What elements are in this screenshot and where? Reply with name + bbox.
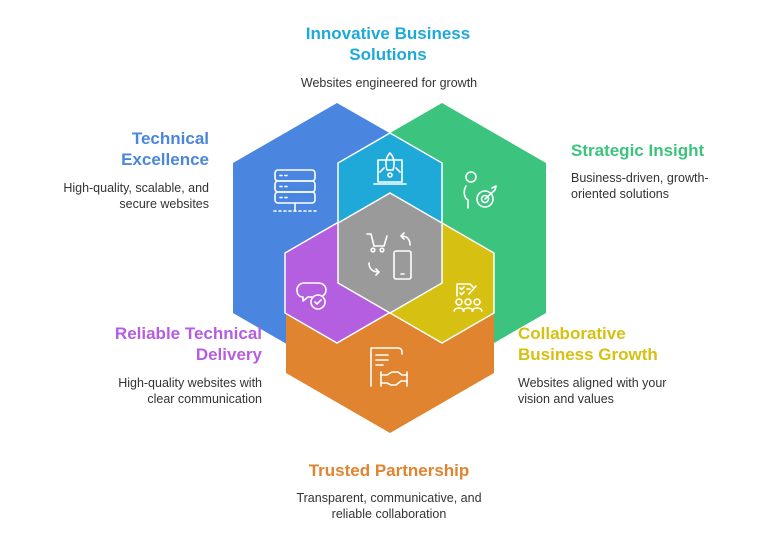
innovative-desc-line1: Websites engineered for growth (300, 76, 478, 90)
strategic-desc-line2: oriented solutions (571, 187, 669, 201)
hex-core (337, 192, 443, 314)
technical-desc-line1: High-quality, scalable, and (63, 181, 209, 195)
technical-title: Technical Excellence (121, 128, 209, 170)
reliable-desc-line1: High-quality websites with (118, 376, 262, 390)
reliable-description: High-quality websites with clear communi… (118, 375, 262, 407)
innovative-title: Innovative Business Solutions (306, 23, 470, 65)
reliable-desc-line2: clear communication (147, 392, 262, 406)
trusted-description: Transparent, communicative, and reliable… (296, 490, 481, 522)
checklist-team-icon (453, 283, 483, 312)
technical-title-line2: Excellence (121, 150, 209, 169)
innovative-title-line2: Solutions (349, 45, 427, 64)
chat-check-icon (296, 282, 327, 310)
collaborative-title: Collaborative Business Growth (518, 323, 658, 365)
collaborative-desc-line2: vision and values (518, 392, 614, 406)
person-target-icon (463, 171, 497, 209)
collaborative-title-line1: Collaborative (518, 324, 626, 343)
innovative-title-line1: Innovative Business (305, 24, 471, 43)
trusted-title-line1: Trusted Partnership (308, 461, 470, 480)
strategic-title-line1: Strategic Insight (571, 141, 705, 160)
collaborative-title-line2: Business Growth (518, 345, 658, 364)
collaborative-description: Websites aligned with your vision and va… (518, 375, 666, 407)
strategic-title: Strategic Insight (571, 140, 704, 161)
reliable-title-line2: Delivery (195, 345, 262, 364)
cart-mobile-exchange-icon (366, 232, 412, 280)
technical-description: High-quality, scalable, and secure websi… (63, 180, 209, 212)
rocket-laptop-icon (373, 152, 407, 185)
strategic-description: Business-driven, growth- oriented soluti… (571, 170, 709, 202)
technical-title-line1: Technical (131, 129, 209, 148)
contract-handshake-icon (370, 347, 408, 387)
strategic-desc-line1: Business-driven, growth- (571, 171, 709, 185)
trusted-title: Trusted Partnership (309, 460, 470, 481)
server-icon (273, 169, 317, 212)
technical-desc-line2: secure websites (119, 197, 209, 211)
innovative-description: Websites engineered for growth (301, 75, 477, 91)
reliable-title-line1: Reliable Technical (114, 324, 262, 343)
trusted-desc-line1: Transparent, communicative, and (296, 491, 482, 505)
trusted-desc-line2: reliable collaboration (331, 507, 447, 521)
reliable-title: Reliable Technical Delivery (115, 323, 262, 365)
collaborative-desc-line1: Websites aligned with your (518, 376, 667, 390)
